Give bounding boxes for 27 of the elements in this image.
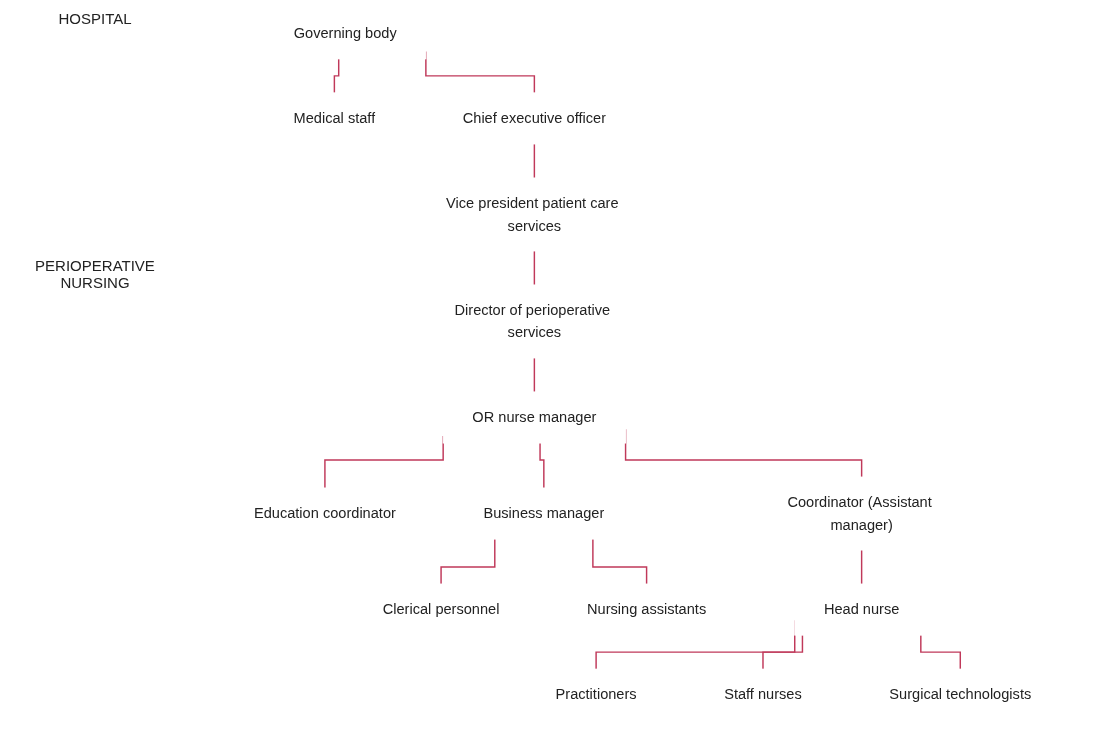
connector: [533, 357, 535, 393]
connector: [762, 634, 804, 670]
node-text: Clerical personnel: [382, 600, 500, 618]
connector: [533, 250, 535, 286]
connector: [533, 143, 535, 179]
node-text: Education coordinator: [253, 504, 396, 522]
node-text: OR nurse manager: [472, 408, 597, 426]
section-label: PERIOPERATIVE NURSING: [34, 257, 156, 291]
connector: [539, 442, 545, 489]
node-text: Chief executive officer: [462, 109, 606, 126]
connector: [440, 538, 496, 585]
node-text: Nursing assistants: [586, 600, 707, 618]
node-text: Vice president patient care services: [446, 194, 619, 233]
connector: [920, 634, 961, 670]
node-text: Surgical technologists: [889, 685, 1032, 703]
connector: [860, 549, 863, 585]
node-text: Coordinator (Assistant manager): [787, 493, 932, 533]
node-text: Staff nurses: [724, 685, 802, 703]
connector: [333, 58, 340, 94]
node-text: Director of perioperative services: [454, 301, 611, 340]
connector: [592, 538, 648, 585]
node-text: Business manager: [483, 504, 605, 522]
node-text: Governing body: [293, 24, 397, 41]
node-text: Head nurse: [823, 600, 900, 618]
node-text: Medical staff: [293, 109, 376, 126]
node-text: Practitioners: [555, 685, 637, 703]
section-label: HOSPITAL: [57, 10, 133, 27]
